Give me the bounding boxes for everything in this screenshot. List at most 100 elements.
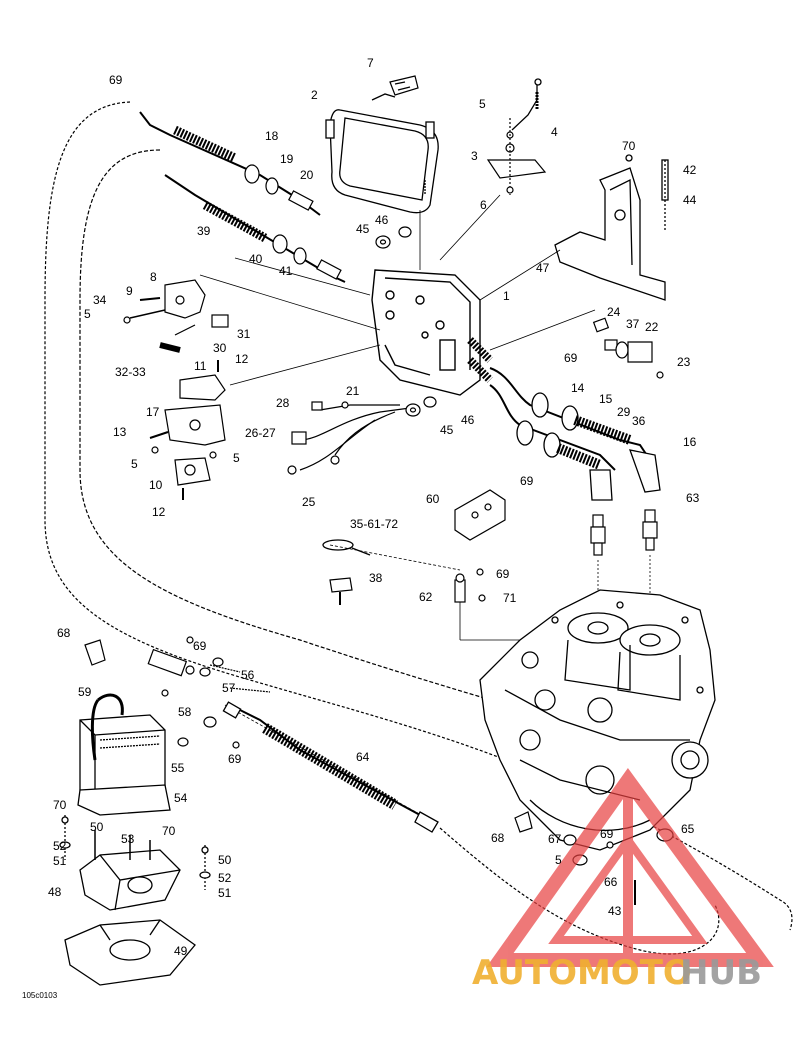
callout-57: 57: [222, 681, 236, 695]
callout-5: 5: [479, 97, 486, 111]
battery-tray-48: [59, 815, 211, 911]
callout-64: 64: [356, 750, 370, 764]
callout-69-g: 69: [600, 827, 614, 841]
callout-69: 69: [109, 73, 123, 87]
callout-17: 17: [146, 405, 160, 419]
callout-37: 37: [626, 317, 640, 331]
callout-23: 23: [677, 355, 691, 369]
boot-68: [84, 639, 533, 833]
callout-5-e: 5: [555, 853, 562, 867]
callout-8: 8: [150, 270, 157, 284]
callout-3: 3: [471, 149, 478, 163]
callout-7: 7: [367, 56, 374, 70]
callout-59: 59: [78, 685, 92, 699]
callout-48: 48: [48, 885, 62, 899]
sensor-assy: [149, 360, 226, 500]
engine-block: [479, 589, 716, 851]
watermark-text-orange: AUTOMOTO: [472, 953, 692, 993]
callout-50-b: 50: [218, 853, 232, 867]
callout-65: 65: [681, 822, 695, 836]
clamp-35: [322, 539, 371, 556]
callout-6: 6: [480, 198, 487, 212]
callout-34: 34: [93, 293, 107, 307]
callout-12-b: 12: [152, 505, 166, 519]
callout-28: 28: [276, 396, 290, 410]
callout-68: 68: [57, 626, 71, 640]
callout-40: 40: [249, 252, 263, 266]
callout-11: 11: [194, 359, 207, 373]
callout-69-e: 69: [193, 639, 207, 653]
callout-13: 13: [113, 425, 127, 439]
callout-69-f: 69: [228, 752, 242, 766]
intake-hoses: [489, 367, 661, 501]
callout-22: 22: [645, 320, 659, 334]
spark-plugs: [590, 509, 658, 556]
callout-62: 62: [419, 590, 433, 604]
callout-56: 56: [241, 668, 255, 682]
bracket-47: [554, 154, 669, 301]
callout-35-61-72: 35-61-72: [350, 517, 398, 531]
callout-47: 47: [536, 261, 550, 275]
base-plate-49: [64, 919, 196, 986]
callout-46-b: 46: [461, 413, 475, 427]
callout-14: 14: [571, 381, 585, 395]
callout-44: 44: [683, 193, 697, 207]
callout-30: 30: [213, 341, 227, 355]
callout-53: 53: [121, 832, 135, 846]
callout-45: 45: [356, 222, 370, 236]
callout-58: 58: [178, 705, 192, 719]
callout-32-33: 32-33: [115, 365, 146, 379]
bracket-60: [454, 489, 506, 541]
callout-5-b: 5: [84, 307, 91, 321]
callout-12: 12: [235, 352, 249, 366]
callout-42: 42: [683, 163, 697, 177]
cover-2: [325, 93, 439, 214]
callout-55: 55: [171, 761, 185, 775]
callout-49: 49: [174, 944, 188, 958]
callout-labels: 69 18 19 20 39 7 2 5 4 3 6 70 42 44 46 4…: [48, 56, 700, 958]
callout-70: 70: [622, 139, 636, 153]
throttle-cable-18: [139, 111, 321, 216]
callout-66: 66: [604, 875, 618, 889]
valve-22-assy: [592, 317, 664, 379]
callout-20: 20: [300, 168, 314, 182]
callout-51: 51: [53, 854, 67, 868]
connector-58: [147, 636, 271, 749]
callout-31: 31: [237, 327, 251, 341]
figure-code: 105c0103: [22, 991, 58, 1000]
choke-cable-39: [164, 174, 346, 283]
callout-60: 60: [426, 492, 440, 506]
callout-2: 2: [311, 88, 318, 102]
bracket-3: [486, 118, 547, 195]
callout-5-c: 5: [131, 457, 138, 471]
callout-51-b: 51: [218, 886, 232, 900]
callout-21: 21: [346, 384, 360, 398]
ground-wire-4: [511, 78, 542, 131]
callout-71: 71: [503, 591, 517, 605]
callout-9: 9: [126, 284, 133, 298]
callout-70-b: 70: [53, 798, 67, 812]
fitting-62: [454, 568, 486, 603]
callout-45-b: 45: [440, 423, 454, 437]
callout-26-27: 26-27: [245, 426, 276, 440]
clip-7: [389, 75, 419, 96]
callout-39: 39: [197, 224, 211, 238]
callout-52-b: 52: [218, 871, 232, 885]
callout-4: 4: [551, 125, 558, 139]
callout-18: 18: [265, 129, 279, 143]
callout-63: 63: [686, 491, 700, 505]
callout-16: 16: [683, 435, 697, 449]
callout-5-d: 5: [233, 451, 240, 465]
callout-69-d: 69: [496, 567, 510, 581]
battery-pad-54: [77, 784, 171, 816]
callout-10: 10: [149, 478, 163, 492]
callout-19: 19: [280, 152, 294, 166]
callout-41: 41: [279, 264, 293, 278]
push-pin-38: [329, 577, 353, 605]
callout-68-b: 68: [491, 831, 505, 845]
wiring-harness: [287, 401, 411, 475]
watermark-logo: [486, 768, 774, 967]
carburetor-1: [371, 269, 493, 396]
